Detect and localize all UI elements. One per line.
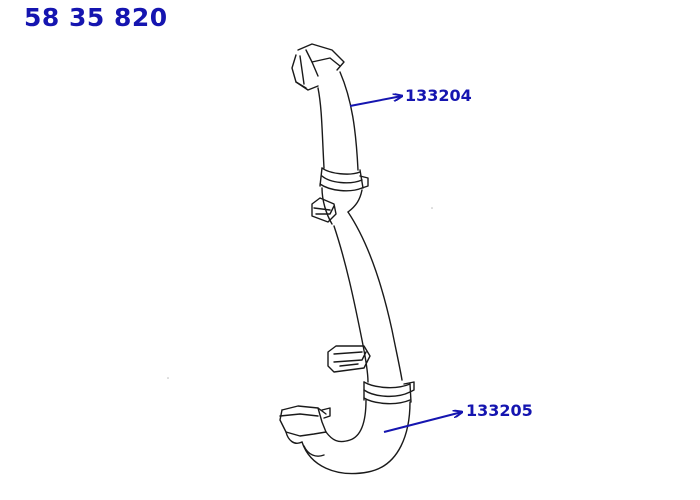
upper-hose-clamp: [319, 167, 369, 192]
callout-label-133204[interactable]: 133204: [405, 86, 472, 105]
callout-label-133205[interactable]: 133205: [466, 401, 533, 420]
lower-hose-end-connector: [279, 405, 331, 444]
lower-hose-clamp: [363, 381, 415, 405]
lower-hose-133205: [279, 211, 415, 475]
callout-arrow-133204: [349, 96, 402, 107]
lower-bracket: [327, 345, 371, 373]
upper-bracket: [311, 197, 337, 223]
upper-hose-133204: [291, 43, 369, 225]
upper-hose-connector: [291, 43, 345, 91]
part-number-title: 58 35 820: [24, 3, 168, 32]
callout-arrow-133205: [383, 412, 462, 433]
